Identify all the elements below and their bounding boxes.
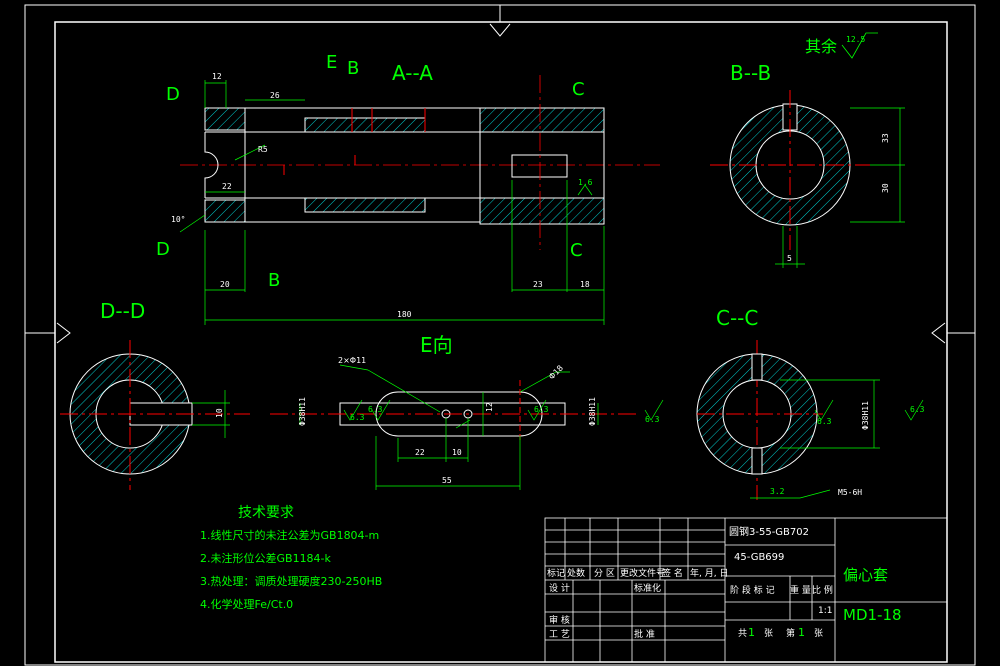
cut-label-d-top: D <box>166 84 180 105</box>
dim-e-55: 55 <box>442 476 452 485</box>
roughness-e-a: 6.3 <box>350 413 365 422</box>
view-title-c-c: C--C <box>716 306 758 330</box>
roughness-c-a: 6.3 <box>817 417 832 426</box>
view-title-d-d: D--D <box>100 299 145 323</box>
cut-label-c-top: C <box>572 79 585 100</box>
label-process: 工 艺 <box>549 629 570 640</box>
cut-label-d-bottom: D <box>156 239 170 260</box>
header-mark: 标记 <box>547 567 565 579</box>
fit-e-right: Φ38H11 <box>588 397 597 426</box>
section-a-a-dimensions <box>179 80 605 325</box>
dim-e-10: 10 <box>452 448 462 457</box>
label-approve: 批 准 <box>634 628 655 640</box>
dim-r5: R5 <box>258 145 268 154</box>
dim-12: 12 <box>212 72 222 81</box>
dim-18: 18 <box>580 280 590 289</box>
drawing-frame <box>24 4 976 666</box>
requirement-2: 2.未注形位公差GB1184-k <box>200 551 332 565</box>
dim-10deg: 10° <box>171 215 185 224</box>
requirements-title: 技术要求 <box>238 505 294 521</box>
dim-22: 22 <box>222 182 232 191</box>
fit-c: Φ38H11 <box>861 401 870 430</box>
roughness-e-b: 6.3 <box>368 405 383 414</box>
cut-label-b-bottom: B <box>268 270 280 291</box>
cut-label-e: E <box>326 52 337 73</box>
drawing-number: MD1-18 <box>843 606 902 624</box>
cut-label-c-bottom: C <box>570 240 583 261</box>
label-standard: 标准化 <box>634 582 661 594</box>
roughness-e-c: 6.3 <box>534 405 549 414</box>
label-stage: 阶 段 标 记 <box>730 584 775 596</box>
roughness-c-b: 6.3 <box>910 405 925 414</box>
requirement-4: 4.化学处理Fe/Ct.0 <box>200 597 293 611</box>
thread-m5: M5-6H <box>838 488 862 497</box>
section-d-d: D--D 10 <box>60 299 250 490</box>
material-1: 圆钢3-55-GB702 <box>729 525 809 538</box>
requirement-1: 1.线性尺寸的未注公差为GB1804-m <box>200 528 379 542</box>
label-sheet: 张 <box>764 628 773 639</box>
fit-e-left: Φ38H11 <box>298 397 307 426</box>
dim-26: 26 <box>270 91 280 100</box>
roughness-other-value: 12.5 <box>846 35 865 44</box>
dim-5: 5 <box>787 254 792 263</box>
section-a-a <box>180 75 660 250</box>
dim-180: 180 <box>397 310 412 319</box>
dim-e-phi: Φ18 <box>547 363 565 381</box>
label-weight: 重 量 <box>790 584 811 596</box>
section-c-c: C--C 6.3 6.3 Φ38H11 3.2 M5-6H <box>696 306 925 500</box>
label-page: 第 <box>786 627 795 639</box>
dim-23: 23 <box>533 280 543 289</box>
dim-e-12: 12 <box>485 402 494 412</box>
dim-e-22: 22 <box>415 448 425 457</box>
label-review: 审 核 <box>549 614 570 626</box>
label-total: 共 <box>738 628 747 639</box>
label-ratio: 比 例 <box>812 584 833 596</box>
title-block: 圆钢3-55-GB702 45-GB699 偏心套 MD1-18 标记 处数 分… <box>544 517 948 663</box>
cut-label-b-top: B <box>347 58 359 79</box>
header-zone: 分 区 <box>594 568 615 579</box>
page-value: 1 <box>798 626 805 639</box>
technical-requirements: 技术要求 1.线性尺寸的未注公差为GB1804-m 2.未注形位公差GB1184… <box>200 505 382 611</box>
material-2: 45-GB699 <box>734 552 784 563</box>
roughness-1-6: 1.6 <box>578 178 593 187</box>
section-a-a-labels: A--A D D E B B C C 12 26 R5 22 20 23 18 … <box>156 52 593 319</box>
dim-dd-10: 10 <box>215 408 224 418</box>
label-sheet-2: 张 <box>814 628 823 639</box>
dim-33: 33 <box>881 133 890 143</box>
header-file: 更改文件号 <box>620 567 665 579</box>
header-date: 年, 月, 日 <box>690 567 728 579</box>
dim-30: 30 <box>881 183 890 193</box>
ratio-value: 1:1 <box>818 606 832 616</box>
roughness-note: 其余 12.5 <box>805 32 878 59</box>
view-title-b-b: B--B <box>730 61 771 85</box>
label-design: 设 计 <box>549 582 570 594</box>
view-title-e: E向 <box>420 333 453 357</box>
view-e: E向 2×Φ11 Φ18 22 10 <box>270 333 664 490</box>
part-name: 偏心套 <box>843 566 888 584</box>
view-title-a-a: A--A <box>392 61 433 85</box>
dim-hole-spec: 2×Φ11 <box>338 356 366 365</box>
section-b-b: B--B 33 30 5 <box>710 61 905 268</box>
roughness-other-label: 其余 <box>805 37 837 56</box>
total-value: 1 <box>748 626 755 639</box>
dim-20: 20 <box>220 280 230 289</box>
roughness-c-32: 3.2 <box>770 487 785 496</box>
header-sign: 签 名 <box>662 567 683 579</box>
header-count: 处数 <box>567 567 585 579</box>
roughness-e-d: 6.3 <box>645 415 660 424</box>
requirement-3: 3.热处理：调质处理硬度230-250HB <box>200 574 382 588</box>
